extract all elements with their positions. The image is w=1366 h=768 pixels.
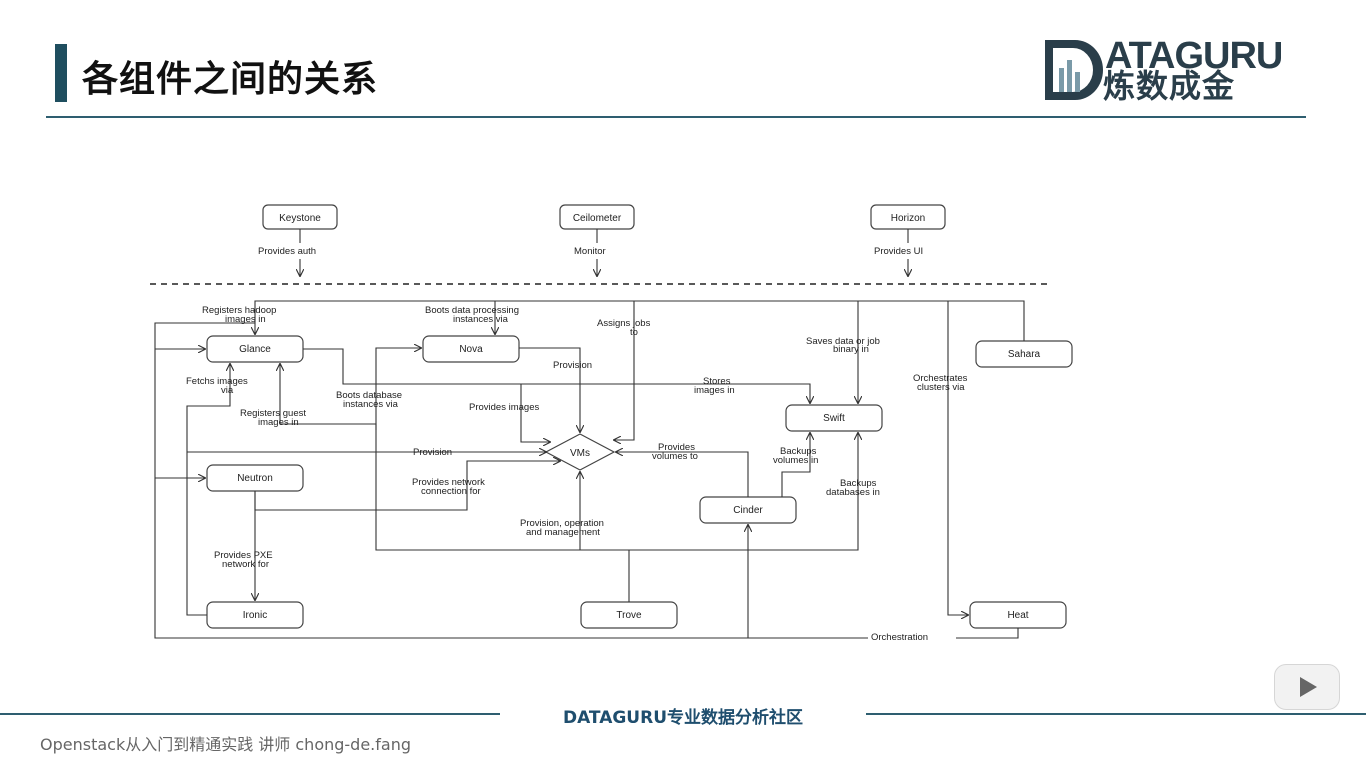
label-provision-nova: Provision xyxy=(553,360,592,371)
label-provision-op-1: Provision, operation xyxy=(520,518,604,529)
edge-glance-swift xyxy=(303,348,810,403)
label-registers-hadoop-2: images in xyxy=(225,314,266,325)
label-boots-data-1: Boots data processing xyxy=(425,305,519,316)
node-horizon: Horizon xyxy=(870,204,946,230)
label-backups-db-1: Backups xyxy=(840,478,877,489)
label-assigns-jobs-2: to xyxy=(630,327,638,338)
label-fetchs-images-2: via xyxy=(221,385,234,396)
label-backups-volumes-2: volumes in xyxy=(773,455,818,466)
edge-nova-vms xyxy=(519,347,580,432)
svg-text:Sahara: Sahara xyxy=(1008,349,1041,360)
svg-text:Heat: Heat xyxy=(1007,610,1028,621)
label-provision-mid: Provision xyxy=(413,447,452,458)
node-ceilometer: Ceilometer xyxy=(559,204,635,230)
edge-cinder-vms xyxy=(616,452,749,497)
label-saves-data-1: Saves data or job xyxy=(806,336,880,347)
label-provides-pxe-2: network for xyxy=(222,559,269,570)
label-orchestrates-2: clusters via xyxy=(917,382,965,393)
label-registers-guest-1: Registers guest xyxy=(240,408,306,419)
label-backups-db-2: databases in xyxy=(826,487,880,498)
svg-text:Trove: Trove xyxy=(616,610,642,621)
label-boots-data-2: instances via xyxy=(453,314,509,325)
node-swift: Swift xyxy=(785,404,883,432)
logo-mark-icon xyxy=(1045,40,1103,100)
label-orchestrates-1: Orchestrates xyxy=(913,373,968,384)
node-glance: Glance xyxy=(206,335,304,363)
node-trove: Trove xyxy=(580,601,678,629)
edge-cinder-swift xyxy=(781,433,810,497)
edge-trove-nova xyxy=(375,348,630,602)
footer-course: Openstack从入门到精通实践 讲师 chong-de.fang xyxy=(40,735,412,754)
label-monitor: Monitor xyxy=(574,246,606,257)
label-provides-network-2: connection for xyxy=(421,486,481,497)
node-sahara: Sahara xyxy=(975,340,1073,368)
label-saves-data-2: binary in xyxy=(833,344,869,355)
footer-community: DATAGURU专业数据分析社区 xyxy=(562,708,804,728)
dataguru-logo: ATAGURU 炼数成金 xyxy=(1043,35,1288,105)
svg-text:Ironic: Ironic xyxy=(243,610,267,621)
label-provides-auth: Provides auth xyxy=(258,246,316,257)
edge-sahara-vms xyxy=(614,301,635,440)
label-fetchs-images-1: Fetchs images xyxy=(186,376,248,387)
label-stores-images-2: images in xyxy=(694,385,735,396)
label-boots-db-2: instances via xyxy=(343,399,399,410)
footer-rule-right xyxy=(866,713,1366,715)
svg-text:Neutron: Neutron xyxy=(237,473,273,484)
svg-text:Keystone: Keystone xyxy=(279,213,321,224)
label-provides-volumes-1: Provides xyxy=(658,442,695,453)
label-orchestration: Orchestration xyxy=(871,632,928,643)
label-registers-hadoop-1: Registers hadoop xyxy=(202,305,276,316)
footer-rule-left xyxy=(0,713,500,715)
svg-text:Swift: Swift xyxy=(823,413,845,424)
svg-text:Glance: Glance xyxy=(239,344,271,355)
label-provides-ui: Provides UI xyxy=(874,246,923,257)
label-registers-guest-2: images in xyxy=(258,417,299,428)
svg-text:VMs: VMs xyxy=(570,448,590,459)
title-accent-bar xyxy=(55,44,67,102)
label-provision-op-2: and management xyxy=(526,527,600,538)
label-provides-images: Provides images xyxy=(469,402,539,413)
label-provides-volumes-2: volumes to xyxy=(652,451,698,462)
edge-glance-vms xyxy=(520,384,550,442)
logo-subtitle: 炼数成金 xyxy=(1103,67,1236,105)
node-vms: VMs xyxy=(544,433,616,471)
label-stores-images-1: Stores xyxy=(703,376,731,387)
edge-heat-loop xyxy=(154,322,1019,639)
logo-wordmark: ATAGURU xyxy=(1105,35,1283,77)
label-boots-db-1: Boots database xyxy=(336,390,402,401)
label-orchestration-bg xyxy=(868,632,956,643)
label-provides-pxe-1: Provides PXE xyxy=(214,550,273,561)
node-ironic: Ironic xyxy=(206,601,304,629)
label-backups-volumes-1: Backups xyxy=(780,446,817,457)
node-cinder: Cinder xyxy=(699,496,797,524)
node-neutron: Neutron xyxy=(206,464,304,492)
svg-text:Horizon: Horizon xyxy=(891,213,925,224)
node-nova: Nova xyxy=(422,335,520,363)
play-icon xyxy=(1300,677,1317,697)
svg-text:Ceilometer: Ceilometer xyxy=(573,213,622,224)
label-provides-network-1: Provides network xyxy=(412,477,485,488)
label-assigns-jobs-1: Assigns jobs xyxy=(597,318,651,329)
svg-text:Nova: Nova xyxy=(459,344,483,355)
title-divider xyxy=(46,116,1306,118)
edge-sahara-heat xyxy=(947,301,968,615)
edge-sahara-glance xyxy=(255,300,1025,341)
node-heat: Heat xyxy=(969,601,1067,629)
node-keystone: Keystone xyxy=(262,204,338,230)
edge-trove-swift xyxy=(629,433,858,551)
play-button[interactable] xyxy=(1274,664,1340,710)
svg-text:Cinder: Cinder xyxy=(733,505,763,516)
slide-title: 各组件之间的关系 xyxy=(82,59,379,100)
edge-ironic-glance xyxy=(186,364,230,616)
